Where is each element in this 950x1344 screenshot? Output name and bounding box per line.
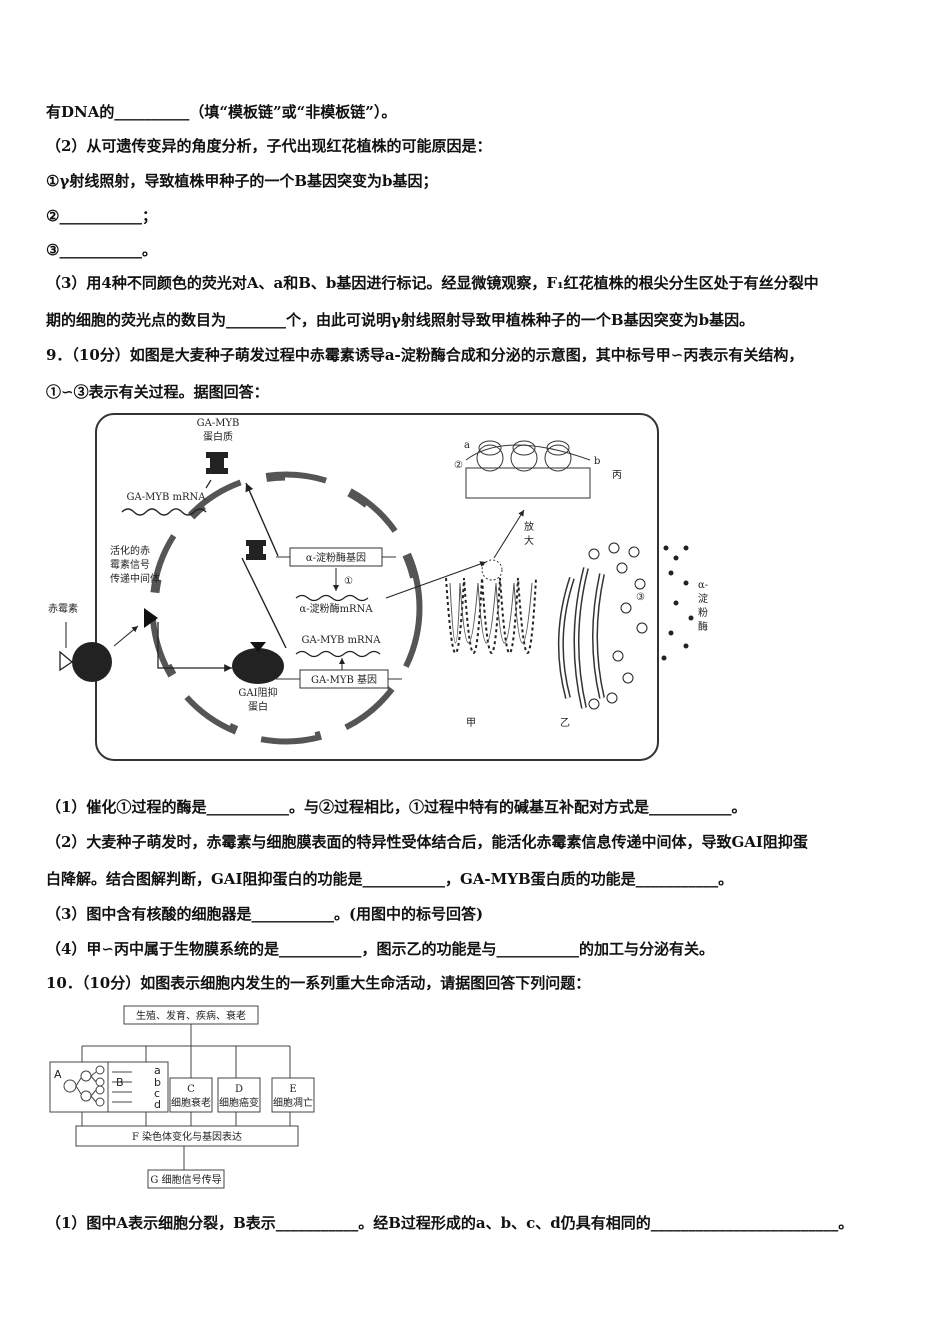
gibberellin-diagram: GA-MYB 蛋白质 GA-MYB mRNA α-淀粉酶基因 ① α-淀粉酶mR… xyxy=(48,413,708,761)
ga-myb-mrna-label: GA-MYB mRNA xyxy=(127,492,207,503)
bing-label: 丙 xyxy=(612,470,622,481)
c-box-label: 细胞衰老 xyxy=(171,1096,211,1109)
amylase-side-3: 粉 xyxy=(698,606,708,619)
activated-signal-label-3: 传递中间体 xyxy=(110,572,160,585)
ga-myb-protein-icon xyxy=(206,452,228,474)
text-line: ①γ射线照射，导致植株甲种子的一个B基因突变为b基因； xyxy=(46,172,438,190)
text-line: ①∽③表示有关过程。据图回答： xyxy=(46,383,269,401)
ga-myb-protein-label-1: GA-MYB xyxy=(197,418,240,429)
output-b: b xyxy=(154,1076,161,1089)
amylase-side-2: 淀 xyxy=(698,592,708,605)
text-line: 10．（10分）如图表示细胞内发生的一系列重大生命活动，请据图回答下列问题： xyxy=(46,974,591,992)
step-2-label: ② xyxy=(454,460,463,471)
jia-label: 甲 xyxy=(466,718,476,729)
text-line: ③___________。 xyxy=(46,241,157,259)
g-box-label: G 细胞信号传导 xyxy=(150,1173,221,1186)
text-line: 有DNA的__________（填“模板链”或“非模板链”）。 xyxy=(46,103,397,121)
ga-myb-protein-label-2: 蛋白质 xyxy=(203,430,233,443)
f-box-label: F 染色体变化与基因表达 xyxy=(132,1130,242,1143)
b-label: B xyxy=(116,1076,124,1089)
text-line: （3）用4种不同颜色的荧光对A、a和B、b基因进行标记。经显微镜观察，F₁红花植… xyxy=(46,274,819,292)
e-box-letter: E xyxy=(289,1084,296,1095)
amylase-side-4: 酶 xyxy=(698,620,708,633)
magnify-label-1: 放 xyxy=(524,520,534,533)
amylase-gene-label: α-淀粉酶基因 xyxy=(306,551,366,564)
gibberellin-label: 赤霉素 xyxy=(48,602,78,615)
step-3-label: ③ xyxy=(636,592,645,603)
text-line: 期的细胞的荧光点的数目为________个，由此可说明γ射线照射导致甲植株种子的… xyxy=(46,311,755,329)
d-box-letter: D xyxy=(235,1084,243,1095)
gai-protein-label-1: GAI阻抑 xyxy=(238,687,277,699)
output-d: d xyxy=(154,1098,161,1111)
e-box-label: 细胞凋亡 xyxy=(273,1096,313,1109)
text-line: （2）从可遗传变异的角度分析，子代出现红花植株的可能原因是： xyxy=(46,137,492,155)
life-activities-diagram: A B a b c d 生殖、发育、疾病、衰老 C 细胞衰老 D 细胞癌变 E … xyxy=(49,1005,315,1189)
d-box-label: 细胞癌变 xyxy=(219,1096,259,1109)
yi-label: 乙 xyxy=(560,717,570,729)
ga-myb-gene-label: GA-MYB 基因 xyxy=(311,673,377,686)
amylase-mrna-label: α-淀粉酶mRNA xyxy=(299,602,373,615)
amylase-side-1: α- xyxy=(698,580,708,591)
text-line: （4）甲∽丙中属于生物膜系统的是___________，图示乙的功能是与____… xyxy=(46,940,715,958)
gai-protein-label-2: 蛋白 xyxy=(248,700,268,713)
text-line: （3）图中含有核酸的细胞器是___________。(用图中的标号回答) xyxy=(46,905,484,923)
output-c: c xyxy=(154,1087,160,1100)
a-label: A xyxy=(54,1068,62,1081)
activated-signal-label-2: 霉素信号 xyxy=(110,558,150,571)
text-line: ②___________； xyxy=(46,207,157,225)
activated-signal-label-1: 活化的赤 xyxy=(110,544,150,557)
step-1-label: ① xyxy=(344,576,353,587)
output-a: a xyxy=(154,1064,161,1077)
text-line: （2）大麦种子萌发时，赤霉素与细胞膜表面的特异性受体结合后，能活化赤霉素信息传递… xyxy=(46,833,808,851)
text-line: （1）催化①过程的酶是___________。与②过程相比，①过程中特有的碱基互… xyxy=(46,798,747,816)
ga-myb-mrna-inner-label: GA-MYB mRNA xyxy=(302,635,382,646)
text-line: 白降解。结合图解判断，GAI阻抑蛋白的功能是___________，GA-MYB… xyxy=(46,870,734,888)
magnify-label-2: 大 xyxy=(524,534,534,547)
top-box-label: 生殖、发育、疾病、衰老 xyxy=(136,1009,246,1022)
text-line: （1）图中A表示细胞分裂，B表示___________。经B过程形成的a、b、c… xyxy=(46,1214,854,1232)
label-a: a xyxy=(464,440,470,451)
label-b: b xyxy=(594,456,600,467)
c-box-letter: C xyxy=(187,1084,195,1095)
text-line: 9．（10分）如图是大麦种子萌发过程中赤霉素诱导a-淀粉酶合成和分泌的示意图，其… xyxy=(46,346,804,364)
